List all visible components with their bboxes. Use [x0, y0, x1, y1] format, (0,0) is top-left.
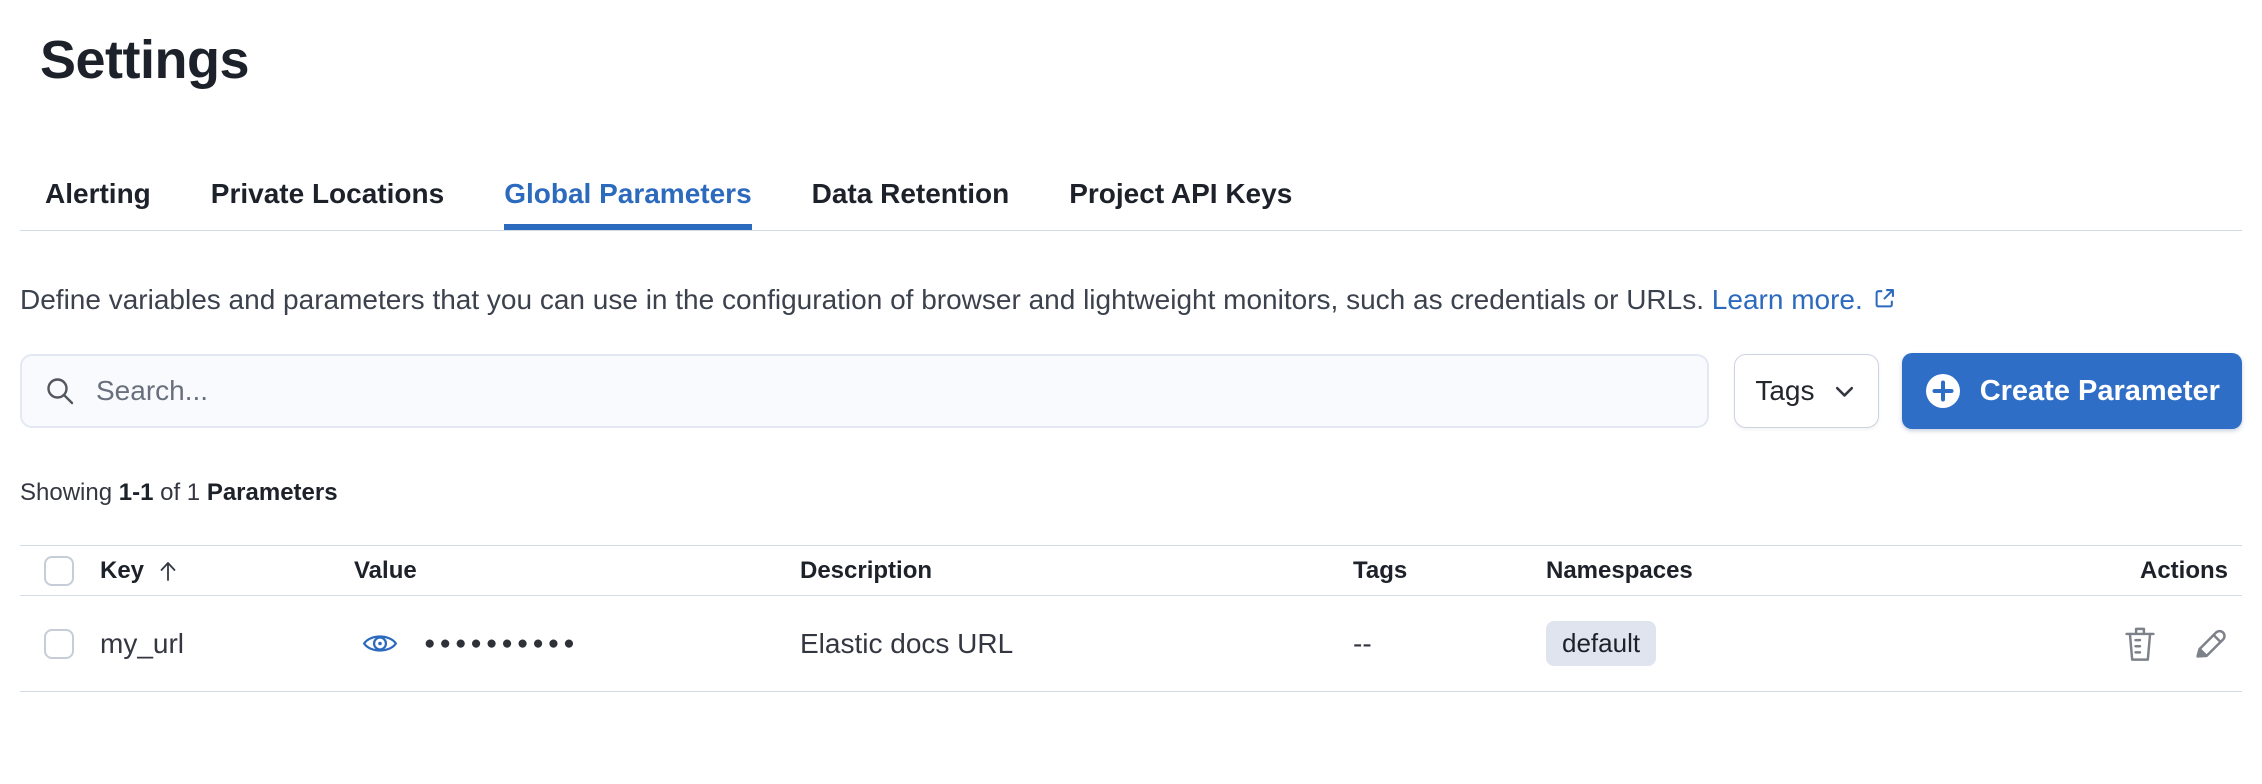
learn-more-link[interactable]: Learn more.: [1712, 284, 1898, 315]
cell-description: Elastic docs URL: [800, 627, 1014, 659]
column-header-value: Value: [354, 556, 417, 584]
settings-page: Settings Alerting Private Locations Glob…: [0, 30, 2262, 784]
column-header-namespaces: Namespaces: [1546, 556, 1693, 584]
cell-actions: [2125, 625, 2242, 663]
sort-ascending-icon: [160, 561, 176, 581]
reveal-value-eye-icon[interactable]: [362, 630, 398, 657]
edit-pencil-icon[interactable]: [2192, 626, 2228, 662]
description-text: Define variables and parameters that you…: [20, 284, 1705, 315]
external-link-icon: [1875, 289, 1894, 308]
tags-filter-label: Tags: [1755, 375, 1815, 406]
row-checkbox[interactable]: [44, 628, 74, 659]
plus-in-circle-icon: [1925, 374, 1960, 408]
masked-value: ●●●●●●●●●●: [424, 632, 579, 654]
summary-of: of: [160, 479, 181, 506]
toolbar: Tags Create Parameter: [20, 353, 2242, 429]
page-description: Define variables and parameters that you…: [20, 275, 2160, 325]
column-header-key[interactable]: Key: [100, 557, 354, 585]
search-input[interactable]: [96, 375, 1686, 407]
column-key-label: Key: [100, 556, 145, 584]
cell-tags: --: [1353, 627, 1372, 659]
summary-showing: Showing: [20, 479, 113, 506]
delete-trash-icon[interactable]: [2122, 625, 2158, 663]
select-all-checkbox[interactable]: [44, 555, 74, 586]
column-header-actions: Actions: [2139, 556, 2228, 584]
summary-total: 1: [186, 479, 201, 506]
tab-private-locations[interactable]: Private Locations: [210, 178, 445, 209]
page-title: Settings: [40, 30, 250, 90]
tab-data-retention[interactable]: Data Retention: [811, 178, 1010, 209]
tab-project-api-keys[interactable]: Project API Keys: [1069, 178, 1293, 209]
chevron-down-icon: [1835, 386, 1853, 397]
summary-entity: Parameters: [206, 479, 338, 506]
cell-key: my_url: [100, 627, 185, 659]
settings-tabs: Alerting Private Locations Global Parame…: [20, 178, 2242, 231]
column-header-description: Description: [800, 556, 933, 584]
tab-alerting[interactable]: Alerting: [45, 178, 151, 209]
results-summary: Showing 1-1 of 1 Parameters: [20, 479, 2242, 507]
summary-range: 1-1: [118, 479, 154, 506]
search-box[interactable]: [20, 354, 1710, 428]
table-row: my_url ●●●●●●●●●● Elastic docs UR: [20, 596, 2242, 692]
cell-value: ●●●●●●●●●●: [362, 630, 800, 657]
tab-global-parameters[interactable]: Global Parameters: [504, 178, 751, 230]
namespace-badge: default: [1546, 621, 1657, 666]
column-header-tags: Tags: [1353, 556, 1408, 584]
create-parameter-button[interactable]: Create Parameter: [1901, 353, 2242, 429]
parameters-table: Key Value Description Tags Namespaces Ac…: [20, 545, 2242, 692]
table-header-row: Key Value Description Tags Namespaces Ac…: [20, 545, 2242, 596]
tags-filter-button[interactable]: Tags: [1734, 354, 1879, 428]
learn-more-label: Learn more.: [1711, 284, 1863, 315]
search-icon: [47, 378, 74, 405]
create-parameter-label: Create Parameter: [1979, 374, 2220, 407]
